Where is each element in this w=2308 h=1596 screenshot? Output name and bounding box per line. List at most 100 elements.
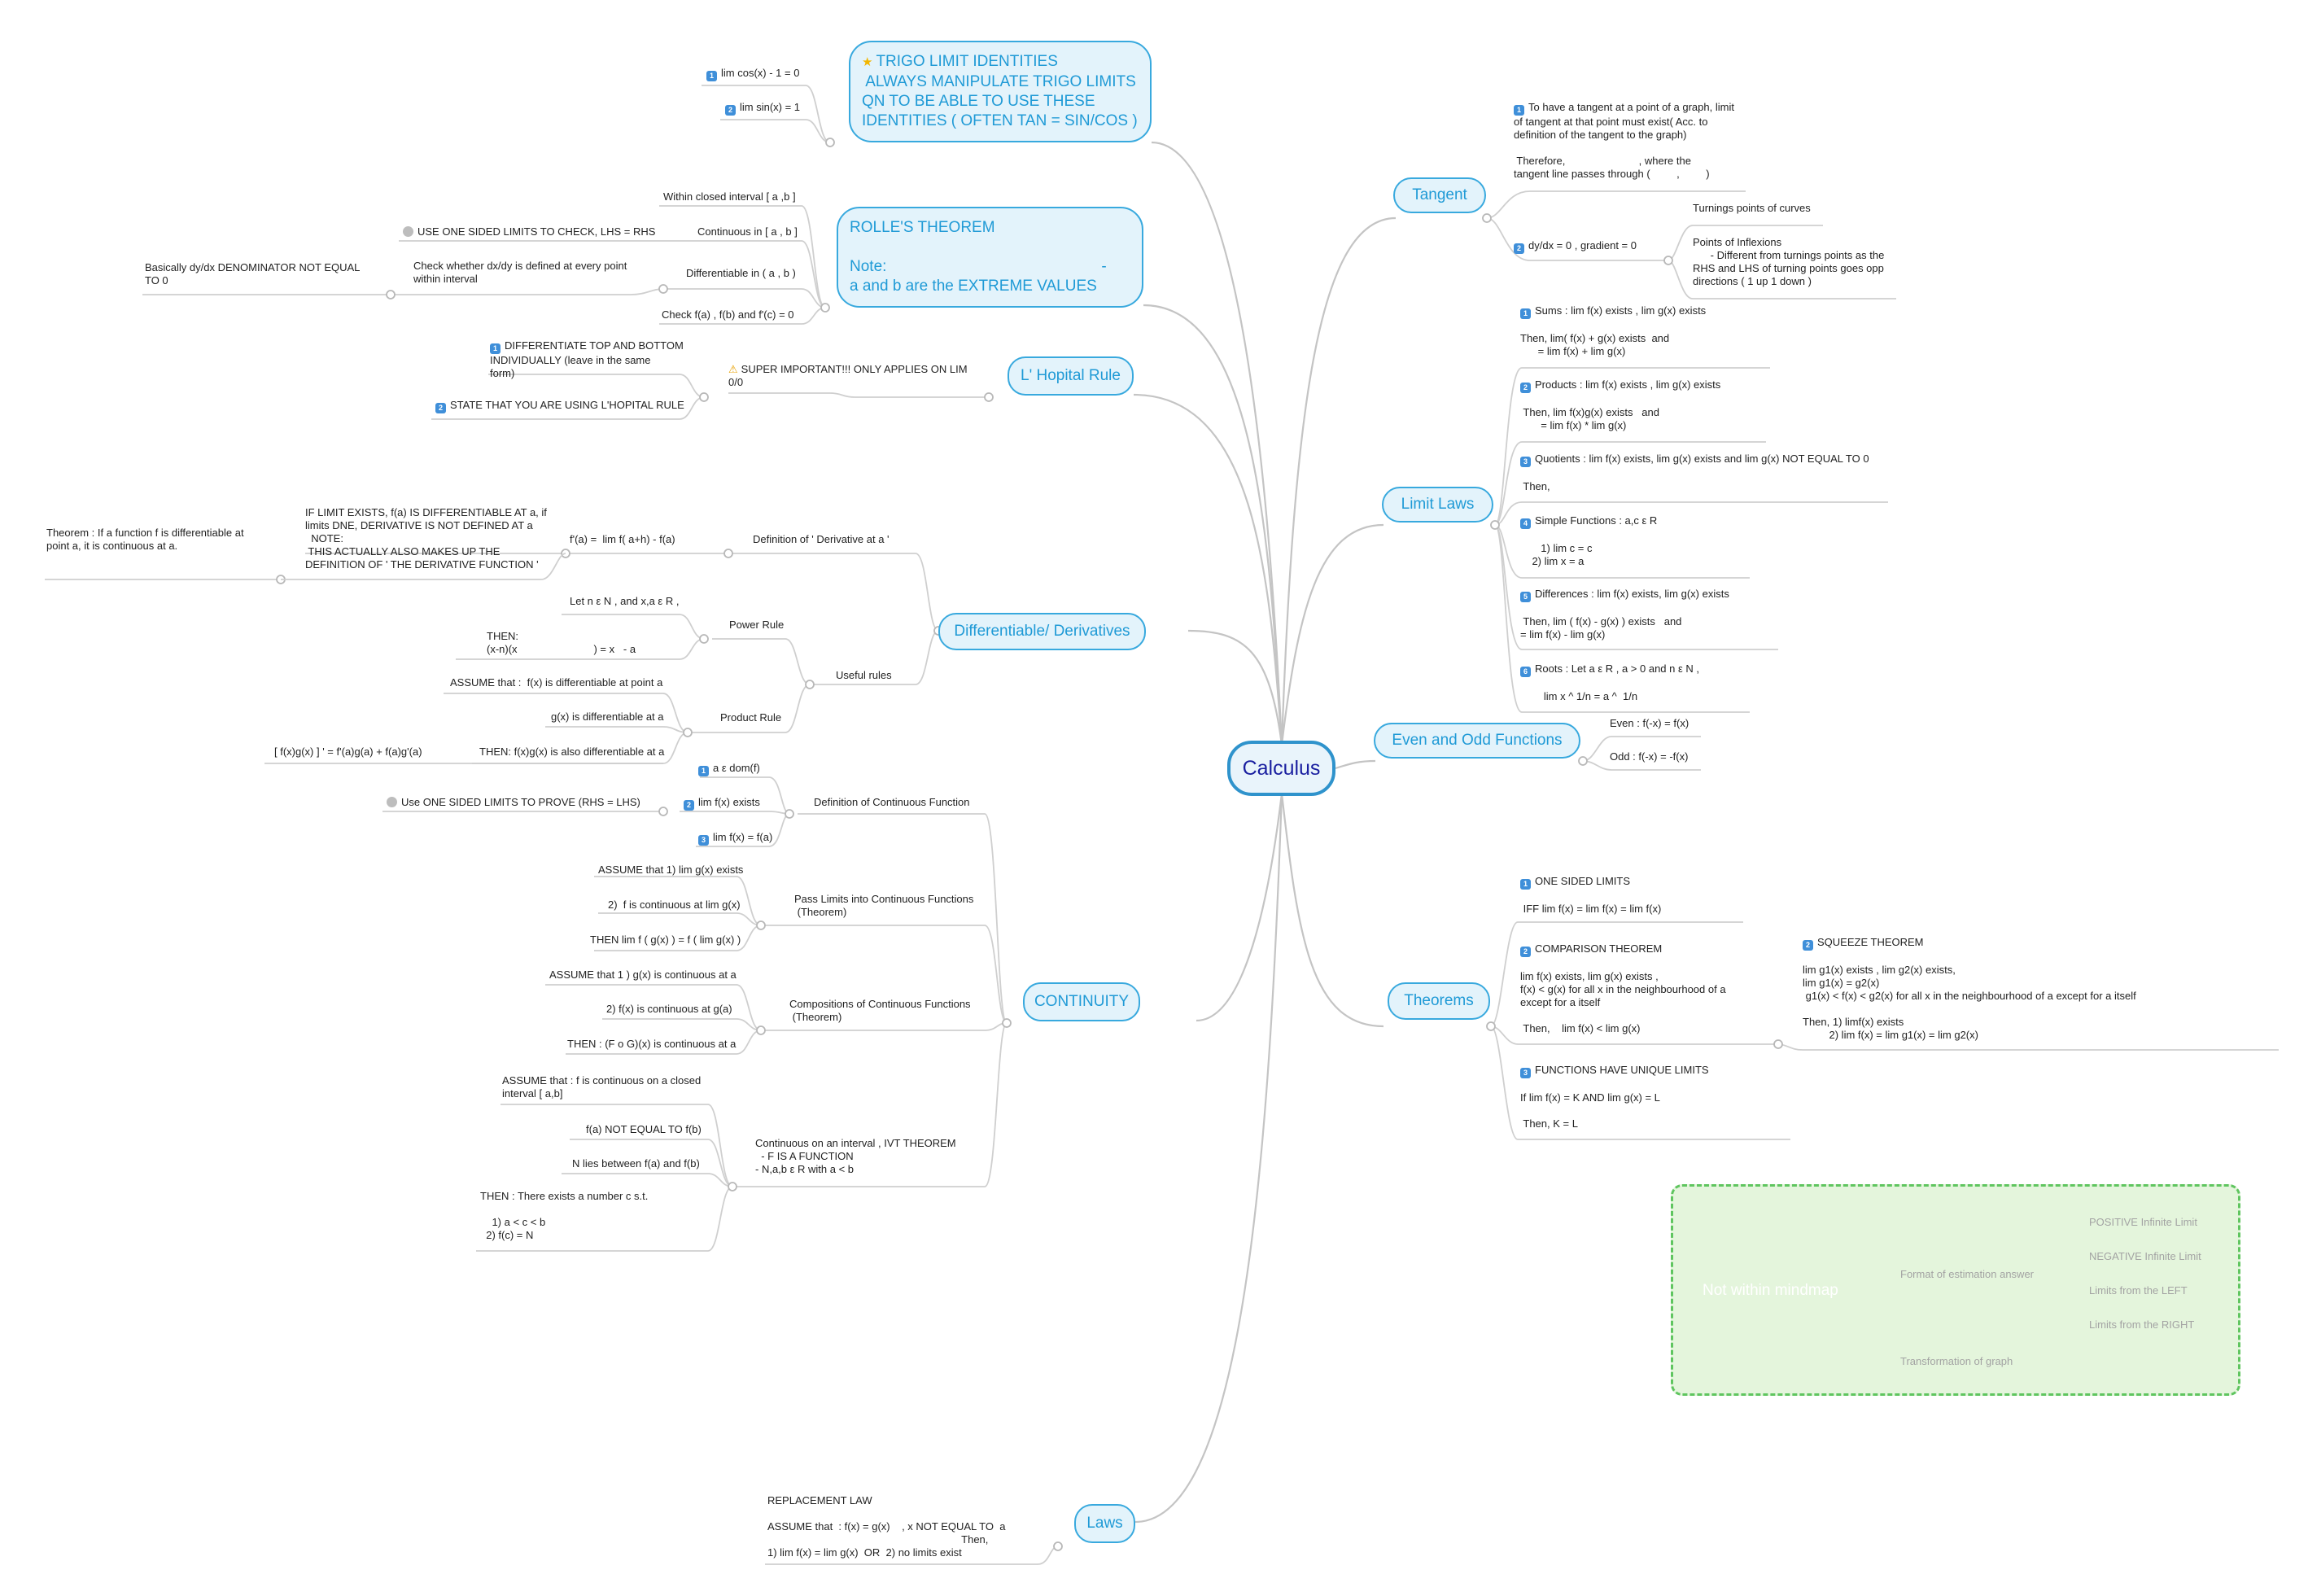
- rolle-continuous: Continuous in [ a , b ]: [697, 225, 798, 238]
- continuity-pass-limits: Pass Limits into Continuous Functions (T…: [794, 893, 974, 918]
- limit-law-products-text: Products : lim f(x) exists , lim g(x) ex…: [1523, 378, 1721, 431]
- topic-trigo-limit-identities[interactable]: ★TRIGO LIMIT IDENTITIES ALWAYS MANIPULAT…: [849, 41, 1152, 142]
- derivative-limit-exists-note: IF LIMIT EXISTS, f(a) IS DIFFERENTIABLE …: [305, 506, 547, 571]
- rolle-check-dxdy: Check whether dx/dy is defined at every …: [413, 260, 627, 285]
- topic-trigo-text: TRIGO LIMIT IDENTITIES ALWAYS MANIPULATE…: [862, 53, 1138, 129]
- product-rule-g: g(x) is differentiable at a: [551, 711, 664, 723]
- edge-root-continuity: [1196, 793, 1283, 1022]
- topic-differentiable-derivatives[interactable]: Differentiable/ Derivatives: [938, 613, 1146, 650]
- edge-root-trigo: [1151, 141, 1283, 746]
- topic-tangent[interactable]: Tangent: [1393, 177, 1486, 213]
- tangent-turning-points: Turnings points of curves: [1693, 202, 1811, 214]
- theorem-squeeze-text: SQUEEZE THEOREM lim g1(x) exists , lim g…: [1803, 936, 2136, 1041]
- even-function: Even : f(-x) = f(x): [1610, 717, 1689, 729]
- ivt-then: THEN : There exists a number c s.t. 1) a…: [480, 1190, 649, 1241]
- trigo-sin-text: lim sin(x) = 1: [740, 101, 801, 113]
- rolle-one-sided-text: USE ONE SIDED LIMITS TO CHECK, LHS = RHS: [417, 225, 656, 238]
- ivt-f-not-equal: f(a) NOT EQUAL TO f(b): [586, 1123, 702, 1135]
- continuity-one-sided-note: Use ONE SIDED LIMITS TO PROVE (RHS = LHS…: [387, 796, 640, 809]
- limit-law-simple-text: Simple Functions : a,c ε R 1) lim c = c …: [1532, 514, 1658, 567]
- theorem-one-sided-text: ONE SIDED LIMITS IFF lim f(x) = lim f(x)…: [1523, 875, 1662, 915]
- continuity-compositions: Compositions of Continuous Functions (Th…: [789, 998, 971, 1023]
- edge-root-derivatives: [1187, 629, 1283, 746]
- derivative-continuity-theorem: Theorem : If a function f is differentia…: [46, 527, 244, 552]
- limit-law-quotients-text: Quotients : lim f(x) exists, lim g(x) ex…: [1523, 453, 1869, 492]
- theorem-unique-text: FUNCTIONS HAVE UNIQUE LIMITS If lim f(x)…: [1520, 1064, 1709, 1130]
- star-icon: ★: [862, 55, 873, 69]
- topic-rolles-theorem[interactable]: ROLLE'S THEOREM Note: - a and b are the …: [837, 207, 1143, 308]
- info-icon: [403, 226, 413, 237]
- limit-law-roots-text: Roots : Let a ε R , a > 0 and n ε N , li…: [1535, 662, 1700, 702]
- power-rule-then: THEN: (x-n)(x ) = x - a: [487, 630, 636, 655]
- pass-limits-assume: ASSUME that 1) lim g(x) exists: [598, 864, 744, 876]
- number-badge-icon: 1: [490, 343, 501, 354]
- lhopital-state-text: STATE THAT YOU ARE USING L'HOPITAL RULE: [450, 399, 684, 411]
- topic-continuity[interactable]: CONTINUITY: [1023, 982, 1140, 1021]
- lhopital-differentiate-text: DIFFERENTIATE TOP AND BOTTOM INDIVIDUALL…: [490, 339, 684, 379]
- product-rule-formula: [ f(x)g(x) ] ' = f'(a)g(a) + f(a)g'(a): [274, 746, 422, 758]
- tangent-inflexion: Points of Inflexions - Different from tu…: [1693, 236, 1885, 287]
- number-badge-icon: 3: [1520, 457, 1531, 467]
- topic-even-odd-functions[interactable]: Even and Odd Functions: [1374, 723, 1580, 759]
- continuity-def-lim-text: lim f(x) exists: [698, 796, 760, 808]
- floating-transformation: Transformation of graph: [1900, 1355, 2013, 1367]
- continuity-ivt-theorem: Continuous on an interval , IVT THEOREM …: [755, 1137, 956, 1175]
- number-badge-icon: 2: [1520, 947, 1531, 957]
- number-badge-icon: 2: [1803, 940, 1813, 951]
- tangent-note-text: To have a tangent at a point of a graph,…: [1514, 101, 1734, 180]
- floating-topic-box[interactable]: [1671, 1184, 2240, 1396]
- pass-limits-then: THEN lim f ( g(x) ) = f ( lim g(x) ): [590, 934, 741, 946]
- power-rule-let: Let n ε N , and x,a ε R ,: [570, 595, 680, 607]
- ivt-n-between: N lies between f(a) and f(b): [572, 1157, 700, 1170]
- odd-function: Odd : f(-x) = -f(x): [1610, 750, 1689, 763]
- topic-limit-laws[interactable]: Limit Laws: [1382, 487, 1493, 523]
- edge-root-rolle: [1143, 304, 1283, 746]
- number-badge-icon: 1: [1520, 879, 1531, 890]
- edge-root-laws: [1134, 793, 1283, 1524]
- number-badge-icon: 2: [1520, 383, 1531, 393]
- rolle-check-f: Check f(a) , f(b) and f'(c) = 0: [662, 308, 794, 321]
- topic-laws[interactable]: Laws: [1074, 1504, 1135, 1543]
- topic-lhopital-rule[interactable]: L' Hopital Rule: [1008, 356, 1134, 396]
- limit-law-differences-text: Differences : lim f(x) exists, lim g(x) …: [1520, 588, 1729, 641]
- compositions-then: THEN : (F o G)(x) is continuous at a: [567, 1038, 737, 1050]
- edge-root-lhopital: [1133, 393, 1283, 746]
- root-node[interactable]: Calculus: [1227, 741, 1335, 796]
- rolle-denominator-note: Basically dy/dx DENOMINATOR NOT EQUAL TO…: [145, 261, 361, 286]
- floating-limits-left: Limits from the LEFT: [2089, 1284, 2188, 1296]
- lhopital-important-note: ⚠SUPER IMPORTANT!!! ONLY APPLIES ON LIM …: [728, 363, 968, 389]
- ivt-assume: ASSUME that : f is continuous on a close…: [502, 1074, 702, 1100]
- tangent-dydx-text: dy/dx = 0 , gradient = 0: [1528, 239, 1637, 251]
- number-badge-icon: 1: [1514, 105, 1524, 116]
- edge-root-evenodd: [1335, 759, 1376, 770]
- product-rule-then: THEN: f(x)g(x) is also differentiable at…: [479, 746, 665, 758]
- continuity-def-a-text: a ε dom(f): [713, 762, 760, 774]
- limit-law-sums-text: Sums : lim f(x) exists , lim g(x) exists…: [1520, 304, 1707, 357]
- trigo-cos-text: lim cos(x) - 1 = 0: [721, 67, 800, 79]
- floating-title[interactable]: Not within mindmap: [1703, 1282, 1838, 1299]
- continuity-one-sided-text: Use ONE SIDED LIMITS TO PROVE (RHS = LHS…: [401, 796, 640, 808]
- lhopital-important-text: SUPER IMPORTANT!!! ONLY APPLIES ON LIM 0…: [728, 363, 968, 388]
- rolle-closed-interval: Within closed interval [ a ,b ]: [663, 190, 796, 203]
- theorem-comparison-text: COMPARISON THEOREM lim f(x) exists, lim …: [1520, 942, 1726, 1034]
- topic-theorems[interactable]: Theorems: [1388, 982, 1490, 1020]
- number-badge-icon: 3: [698, 835, 709, 846]
